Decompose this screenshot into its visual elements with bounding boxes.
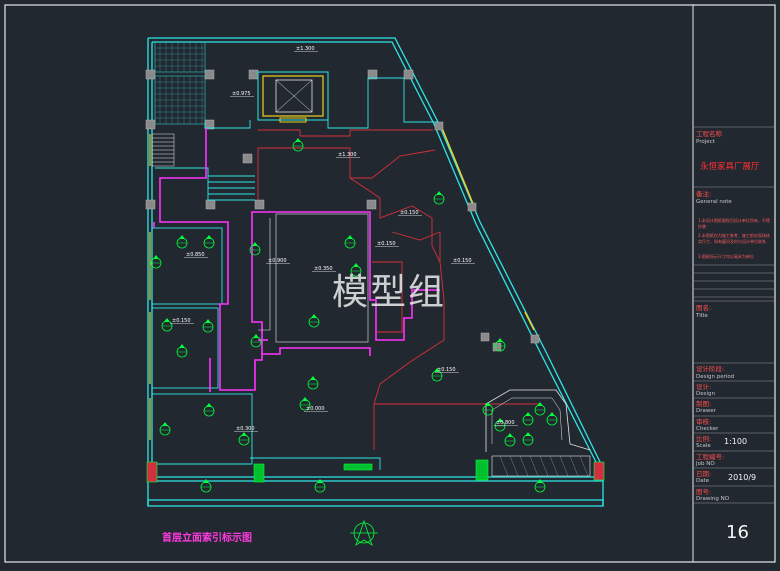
level-mark: ±0.150 (400, 210, 419, 216)
interior-walls (151, 77, 438, 470)
level-mark: ±1.300 (338, 152, 357, 158)
design-label: 设计: (696, 383, 712, 391)
design-period-label: 设计阶段: (696, 365, 725, 373)
level-mark: ±0.900 (268, 258, 287, 264)
project-name: 永恒家具厂展厅 (700, 162, 760, 172)
job-number-sublabel: Job NO (696, 461, 715, 467)
level-mark: ±0.800 (496, 420, 515, 426)
level-mark: ±0.150 (377, 241, 396, 247)
scale-sublabel: Scale (696, 443, 711, 449)
index-marker (522, 412, 534, 426)
index-marker (159, 422, 171, 436)
checker-label: 审核: (696, 418, 712, 426)
elevator-core (257, 71, 329, 123)
staircase (151, 133, 175, 167)
elevation-index-markers (150, 138, 558, 493)
date-value: 2010/9 (728, 473, 757, 482)
level-mark: ±0.150 (437, 367, 456, 373)
index-marker (534, 402, 546, 416)
drawing-title: 首层立面索引标示图 (162, 533, 252, 544)
index-marker (250, 334, 262, 348)
level-mark: ±0.350 (314, 266, 333, 272)
index-marker (176, 235, 188, 249)
level-mark: ±0.300 (236, 426, 255, 432)
index-marker (546, 412, 558, 426)
index-marker (307, 376, 319, 390)
index-marker (433, 191, 445, 205)
index-marker (314, 479, 326, 493)
project-label: 工程名称 (696, 130, 722, 138)
drawing-number-label: 图号: (696, 488, 712, 496)
central-display-room (258, 213, 369, 343)
sheet-border (4, 4, 776, 563)
scale-label: 比例: (696, 435, 712, 443)
entrance-markers (146, 459, 605, 483)
title-sublabel: Title (696, 313, 708, 319)
index-marker (202, 319, 214, 333)
index-marker (150, 255, 162, 269)
index-marker (308, 314, 320, 328)
drawer-label: 制图: (696, 400, 712, 408)
job-number-label: 工程编号: (696, 453, 725, 461)
index-marker (522, 432, 534, 446)
display-partitions (153, 128, 440, 392)
drawing-number-sublabel: Drawing NO (696, 496, 730, 502)
level-mark: ±0.150 (172, 318, 191, 324)
design-sublabel: Design (696, 391, 715, 397)
scale-value: 1:100 (724, 437, 748, 446)
project-sublabel: Project (696, 139, 715, 145)
index-marker (176, 344, 188, 358)
date-label: 日期: (696, 470, 712, 478)
index-marker (350, 263, 362, 277)
note-3: 3.图纸所示尺寸均以毫米为单位 (698, 254, 754, 259)
note-1: 1.本设计图纸版权归设计单位所有，不得抄袭 (698, 218, 770, 229)
index-marker (161, 318, 173, 332)
storage-rooms (154, 41, 206, 125)
index-marker (482, 402, 494, 416)
index-marker (494, 418, 506, 432)
level-mark: ±0.150 (453, 258, 472, 264)
level-mark: ±1.300 (296, 46, 315, 52)
sheet-number: 16 (726, 522, 749, 543)
exterior-walls (147, 37, 604, 507)
date-sublabel: Date (696, 478, 710, 484)
title-label: 图名: (696, 304, 712, 312)
watermark: 模型组 (332, 272, 447, 313)
checker-sublabel: Checker (696, 426, 719, 432)
index-marker (203, 235, 215, 249)
title-block-grid (693, 126, 775, 504)
curtain-lines (257, 129, 540, 450)
north-arrow (350, 519, 378, 546)
index-marker (494, 338, 506, 352)
corner-lounge (485, 389, 591, 477)
index-marker (504, 433, 516, 447)
level-mark: ±0.000 (306, 406, 325, 412)
facade-hatch (441, 127, 535, 331)
index-marker (534, 479, 546, 493)
level-marks: ±1.300 ±0.975 ±1.300 ±0.150 ±0.350 ±0.900 ±0.8… (170, 46, 518, 432)
index-marker (249, 242, 261, 256)
level-mark: ±0.850 (186, 252, 205, 258)
index-marker (200, 479, 212, 493)
index-marker (299, 397, 311, 411)
general-note-sublabel: General note (696, 199, 732, 205)
columns (145, 69, 540, 352)
index-marker (238, 432, 250, 446)
general-note-label: 备注: (696, 190, 712, 198)
note-2: 2.本图纸仅为施工参考，施工前应现场核实尺寸，如有疑问及时与设计单位联系 (698, 233, 770, 244)
index-marker (292, 138, 304, 152)
design-period-sublabel: Design period (696, 374, 735, 380)
drawer-sublabel: Drawer (696, 408, 717, 414)
index-marker (203, 403, 215, 417)
index-marker (344, 235, 356, 249)
index-marker (431, 368, 443, 382)
level-mark: ±0.975 (232, 91, 251, 97)
